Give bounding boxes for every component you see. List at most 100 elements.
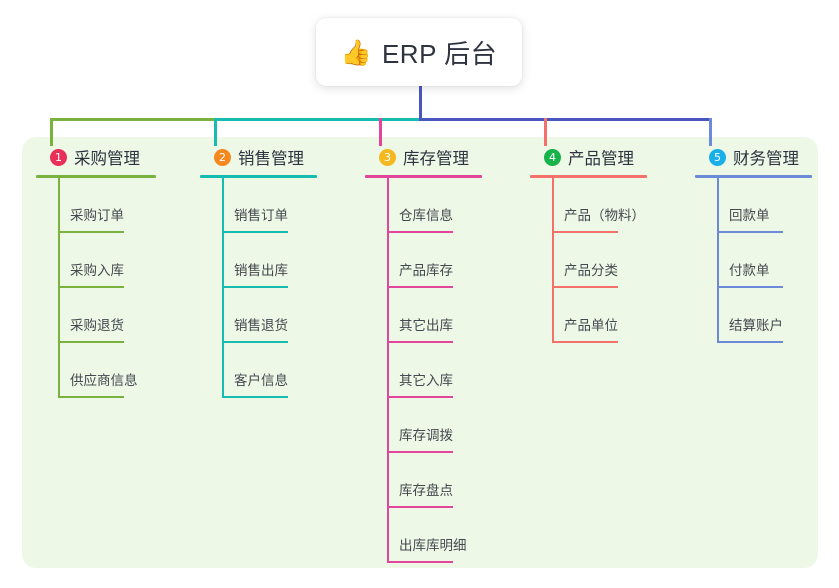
bus-segment-1 bbox=[50, 118, 214, 121]
root-node-card[interactable]: 👍 ERP 后台 bbox=[316, 18, 522, 86]
leaf-item-label: 销售退货 bbox=[234, 318, 288, 333]
leaf-item-label: 库存调拨 bbox=[399, 428, 453, 443]
bus-segment-3 bbox=[419, 118, 712, 121]
column-underline bbox=[36, 175, 156, 178]
leaf-item[interactable]: 采购退货 bbox=[58, 288, 156, 343]
column-badge-5: 5 bbox=[709, 148, 726, 166]
leaf-underline bbox=[222, 341, 288, 343]
column-items: 产品（物料） 产品分类产品单位 bbox=[530, 178, 647, 343]
leaf-item-label: 其它出库 bbox=[399, 318, 453, 333]
leaf-underline bbox=[222, 286, 288, 288]
leaf-item[interactable]: 产品库存 bbox=[387, 233, 482, 288]
column-badge-1: 1 bbox=[50, 148, 67, 166]
leaf-item[interactable]: 其它出库 bbox=[387, 288, 482, 343]
root-trunk-line bbox=[419, 86, 422, 121]
column-header-5[interactable]: 5 财务管理 bbox=[695, 146, 812, 168]
leaf-underline bbox=[552, 341, 618, 343]
branch-drop-2 bbox=[214, 118, 217, 146]
column-title: 财务管理 bbox=[733, 150, 799, 168]
leaf-item-label: 其它入库 bbox=[399, 373, 453, 388]
column-title: 产品管理 bbox=[568, 150, 634, 168]
leaf-item-label: 采购订单 bbox=[70, 208, 124, 223]
leaf-item[interactable]: 产品单位 bbox=[552, 288, 647, 343]
leaf-underline bbox=[387, 451, 453, 453]
leaf-item-label: 出库库明细 bbox=[399, 538, 467, 553]
leaf-item[interactable]: 回款单 bbox=[717, 178, 812, 233]
column-title: 采购管理 bbox=[74, 150, 140, 168]
column-underline bbox=[695, 175, 812, 178]
branch-column-2: 2 销售管理销售订单销售出库销售退货客户信息 bbox=[200, 146, 317, 398]
column-underline bbox=[530, 175, 647, 178]
leaf-underline bbox=[58, 396, 124, 398]
leaf-item[interactable]: 采购订单 bbox=[58, 178, 156, 233]
leaf-underline bbox=[222, 396, 288, 398]
leaf-item[interactable]: 结算账户 bbox=[717, 288, 812, 343]
column-underline bbox=[200, 175, 317, 178]
leaf-item[interactable]: 供应商信息 bbox=[58, 343, 156, 398]
thumbs-up-icon: 👍 bbox=[340, 37, 372, 67]
leaf-underline bbox=[222, 231, 288, 233]
leaf-item[interactable]: 库存调拨 bbox=[387, 398, 482, 453]
column-header-1[interactable]: 1 采购管理 bbox=[36, 146, 156, 168]
leaf-item[interactable]: 销售退货 bbox=[222, 288, 317, 343]
leaf-item-label: 销售订单 bbox=[234, 208, 288, 223]
leaf-item-label: 仓库信息 bbox=[399, 208, 453, 223]
leaf-item-label: 付款单 bbox=[729, 263, 770, 278]
root-node-title: ERP 后台 bbox=[381, 38, 498, 69]
column-underline bbox=[365, 175, 482, 178]
branch-drop-1 bbox=[50, 118, 53, 146]
leaf-item[interactable]: 仓库信息 bbox=[387, 178, 482, 233]
column-items: 仓库信息产品库存其它出库其它入库库存调拨库存盘点出库库明细 bbox=[365, 178, 482, 563]
leaf-item-label: 产品单位 bbox=[564, 318, 618, 333]
column-header-2[interactable]: 2 销售管理 bbox=[200, 146, 317, 168]
leaf-item[interactable]: 付款单 bbox=[717, 233, 812, 288]
leaf-item[interactable]: 采购入库 bbox=[58, 233, 156, 288]
column-title: 库存管理 bbox=[403, 150, 469, 168]
column-items: 回款单付款单结算账户 bbox=[695, 178, 812, 343]
leaf-item-label: 库存盘点 bbox=[399, 483, 453, 498]
leaf-underline bbox=[552, 286, 618, 288]
leaf-underline bbox=[387, 506, 453, 508]
leaf-item[interactable]: 产品（物料） bbox=[552, 178, 647, 233]
leaf-underline bbox=[58, 341, 124, 343]
column-badge-2: 2 bbox=[214, 148, 231, 166]
leaf-item[interactable]: 销售订单 bbox=[222, 178, 317, 233]
leaf-item-label: 回款单 bbox=[729, 208, 770, 223]
branch-drop-3 bbox=[379, 118, 382, 146]
bus-segment-2 bbox=[214, 118, 419, 121]
leaf-item-label: 产品库存 bbox=[399, 263, 453, 278]
leaf-underline bbox=[58, 286, 124, 288]
column-badge-3: 3 bbox=[379, 148, 396, 166]
leaf-underline bbox=[717, 286, 783, 288]
leaf-underline bbox=[387, 561, 453, 563]
leaf-item[interactable]: 库存盘点 bbox=[387, 453, 482, 508]
leaf-item-label: 采购退货 bbox=[70, 318, 124, 333]
leaf-item-label: 产品（物料） bbox=[564, 208, 645, 223]
leaf-item[interactable]: 出库库明细 bbox=[387, 508, 482, 563]
column-items: 销售订单销售出库销售退货客户信息 bbox=[200, 178, 317, 398]
leaf-underline bbox=[717, 231, 783, 233]
column-items: 采购订单采购入库采购退货供应商信息 bbox=[36, 178, 156, 398]
leaf-underline bbox=[387, 341, 453, 343]
column-header-3[interactable]: 3 库存管理 bbox=[365, 146, 482, 168]
leaf-item[interactable]: 销售出库 bbox=[222, 233, 317, 288]
column-spine bbox=[58, 178, 60, 398]
leaf-item[interactable]: 其它入库 bbox=[387, 343, 482, 398]
leaf-item-label: 产品分类 bbox=[564, 263, 618, 278]
leaf-item-label: 结算账户 bbox=[729, 318, 783, 333]
leaf-item[interactable]: 产品分类 bbox=[552, 233, 647, 288]
leaf-underline bbox=[58, 231, 124, 233]
column-spine bbox=[717, 178, 719, 343]
leaf-underline bbox=[387, 231, 453, 233]
leaf-underline bbox=[552, 231, 618, 233]
leaf-underline bbox=[387, 286, 453, 288]
branch-column-5: 5 财务管理回款单付款单结算账户 bbox=[695, 146, 812, 343]
leaf-item-label: 销售出库 bbox=[234, 263, 288, 278]
column-title: 销售管理 bbox=[238, 150, 304, 168]
column-spine bbox=[222, 178, 224, 398]
leaf-item-label: 采购入库 bbox=[70, 263, 124, 278]
leaf-item[interactable]: 客户信息 bbox=[222, 343, 317, 398]
